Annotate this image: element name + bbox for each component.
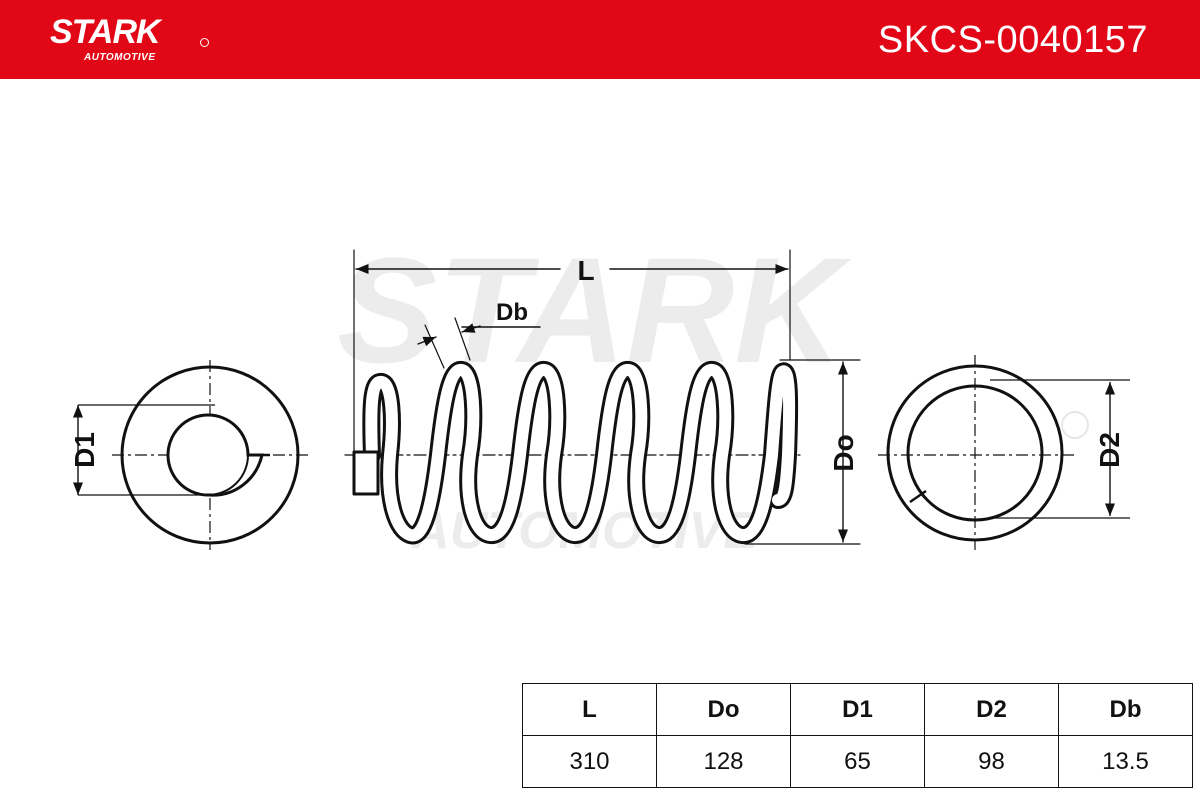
label-d2: D2: [1094, 432, 1125, 468]
spec-value-cell: 65: [790, 735, 925, 788]
spec-header-row: L Do D1 D2 Db: [522, 683, 1193, 736]
watermark-main: STARK: [337, 226, 852, 394]
spec-header-cell: D2: [924, 683, 1059, 736]
spec-header-cell: L: [522, 683, 657, 736]
spec-value-cell: 128: [656, 735, 791, 788]
part-number: SKCS-0040157: [877, 19, 1148, 61]
label-d1: D1: [69, 432, 100, 468]
brand-name: STARK: [50, 13, 161, 51]
label-outer-diameter: Do: [828, 434, 859, 471]
spec-table-wrapper: L Do D1 D2 Db 310 128 65 98 13.5: [522, 683, 1193, 788]
spec-value-cell: 13.5: [1058, 735, 1193, 788]
spec-table: L Do D1 D2 Db 310 128 65 98 13.5: [522, 683, 1193, 788]
end-view-right: [878, 355, 1130, 550]
label-wire-diameter: Db: [496, 299, 528, 326]
label-length: L: [577, 255, 594, 286]
spec-value-cell: 98: [924, 735, 1059, 788]
end-view-left: [72, 360, 310, 550]
spring-side-view: [344, 249, 861, 545]
spec-value-cell: 310: [522, 735, 657, 788]
spec-value-row: 310 128 65 98 13.5: [522, 735, 1193, 788]
header-bar: STARK AUTOMOTIVE SKCS-0040157: [0, 0, 1200, 79]
spec-header-cell: Do: [656, 683, 791, 736]
brand-logo: STARK AUTOMOTIVE: [50, 10, 220, 70]
registered-icon: [200, 38, 209, 47]
brand-subtitle: AUTOMOTIVE: [84, 52, 156, 63]
spec-header-cell: Db: [1058, 683, 1193, 736]
spec-header-cell: D1: [790, 683, 925, 736]
watermark-registered-icon: [1061, 411, 1089, 439]
